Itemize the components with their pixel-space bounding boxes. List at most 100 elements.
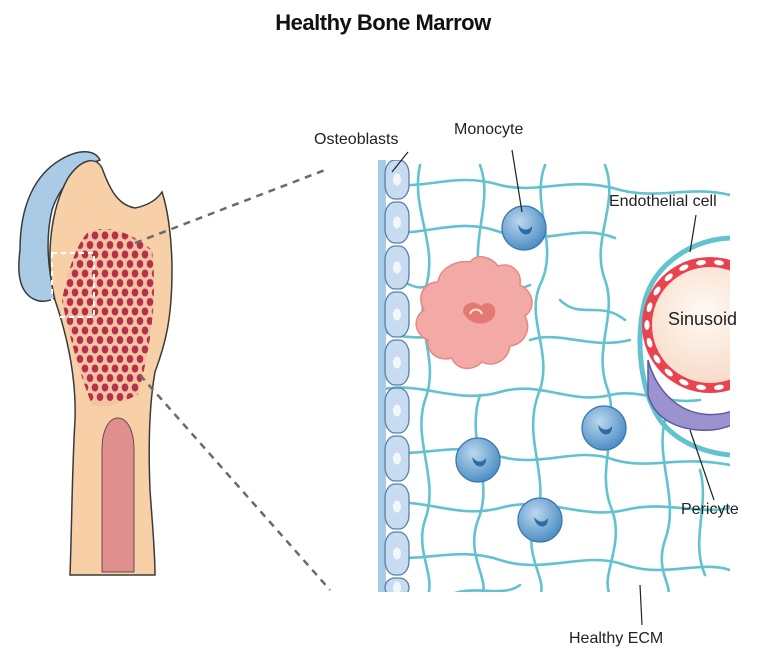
zoom-line-bottom <box>140 375 330 590</box>
marrow-cell <box>142 308 149 316</box>
marrow-cell <box>107 374 114 382</box>
marrow-cell <box>97 298 104 306</box>
marrow-cell <box>112 232 119 240</box>
marrow-cell <box>67 393 74 401</box>
osteoblast-nucleus <box>393 357 401 369</box>
marrow-cell <box>87 374 94 382</box>
osteoblast-nucleus <box>393 217 401 229</box>
marrow-cell <box>82 346 89 354</box>
endothelial-nucleus <box>746 367 757 377</box>
marrow-cell <box>97 336 104 344</box>
marrow-cell <box>107 393 114 401</box>
marrow-cell <box>112 251 119 259</box>
sinusoid-vessel <box>642 257 766 430</box>
marrow-cell <box>147 279 154 287</box>
marrow-cell <box>92 327 99 335</box>
marrow-cell <box>107 241 114 249</box>
marrow-cell <box>112 365 119 373</box>
marrow-cell <box>77 298 84 306</box>
marrow-cell <box>97 374 104 382</box>
marrow-cell <box>72 270 79 278</box>
marrow-cell <box>137 355 144 363</box>
marrow-cell <box>87 260 94 268</box>
marrow-cell <box>57 374 64 382</box>
marrow-cell <box>72 289 79 297</box>
marrow-cell <box>92 365 99 373</box>
marrow-cell <box>102 346 109 354</box>
osteoblast-nucleus <box>393 548 401 560</box>
marrow-cell <box>127 260 134 268</box>
marrow-cell <box>127 317 134 325</box>
marrow-cell <box>122 365 129 373</box>
marrow-cell <box>102 289 109 297</box>
marrow-cell <box>87 355 94 363</box>
label-leader-lines <box>392 150 714 625</box>
osteoblast-nucleus <box>393 501 401 513</box>
marrow-cell <box>87 336 94 344</box>
osteoblast-nucleus <box>393 262 401 274</box>
marrow-cell <box>82 251 89 259</box>
femur-illustration <box>19 152 330 590</box>
label-pericyte: Pericyte <box>681 501 739 519</box>
marrow-cell <box>77 260 84 268</box>
marrow-cell <box>72 308 79 316</box>
marrow-cell <box>117 260 124 268</box>
marrow-cell <box>107 317 114 325</box>
marrow-cell <box>127 298 134 306</box>
marrow-cell <box>107 336 114 344</box>
marrow-cell <box>97 393 104 401</box>
marrow-cell <box>117 241 124 249</box>
marrow-cell <box>142 270 149 278</box>
marrow-cell <box>87 279 94 287</box>
marrow-cell <box>87 298 94 306</box>
marrow-cell <box>82 365 89 373</box>
marrow-cell <box>97 241 104 249</box>
marrow-cell <box>122 251 129 259</box>
marrow-cell <box>122 289 129 297</box>
marrow-cell <box>137 279 144 287</box>
marrow-cell <box>107 355 114 363</box>
osteoblast-nucleus <box>393 582 401 594</box>
marrow-cell <box>62 365 69 373</box>
marrow-cell <box>112 384 119 392</box>
marrow-cell <box>137 336 144 344</box>
marrow-cell <box>137 317 144 325</box>
marrow-cell <box>127 279 134 287</box>
marrow-cell <box>57 355 64 363</box>
osteoblast-nucleus <box>393 405 401 417</box>
marrow-cell <box>67 317 74 325</box>
marrow-cell <box>127 374 134 382</box>
marrow-cell <box>62 384 69 392</box>
marrow-cell <box>77 355 84 363</box>
marrow-cell <box>132 289 139 297</box>
marrow-cell <box>132 365 139 373</box>
marrow-cell <box>122 346 129 354</box>
marrow-cell <box>57 336 64 344</box>
leader-monocyte <box>512 150 522 212</box>
marrow-cell <box>92 384 99 392</box>
marrow-cell <box>82 270 89 278</box>
marrow-cell <box>117 374 124 382</box>
marrow-cell <box>117 336 124 344</box>
label-monocyte: Monocyte <box>454 121 523 139</box>
marrow-cell <box>77 336 84 344</box>
marrow-cell <box>72 327 79 335</box>
marrow-cell <box>127 336 134 344</box>
marrow-cell <box>87 317 94 325</box>
marrow-cell <box>142 346 149 354</box>
marrow-cell <box>132 308 139 316</box>
marrow-cell <box>102 270 109 278</box>
marrow-cell <box>77 279 84 287</box>
endothelial-nucleus <box>758 353 766 364</box>
marrow-cell <box>142 251 149 259</box>
marrow-cell <box>77 317 84 325</box>
marrow-cell <box>122 384 129 392</box>
marrow-cell <box>67 279 74 287</box>
marrow-cell <box>97 317 104 325</box>
marrow-cell <box>122 327 129 335</box>
marrow-cell <box>82 327 89 335</box>
marrow-cell <box>147 260 154 268</box>
marrow-detail-panel <box>372 160 766 600</box>
marrow-cell <box>112 270 119 278</box>
